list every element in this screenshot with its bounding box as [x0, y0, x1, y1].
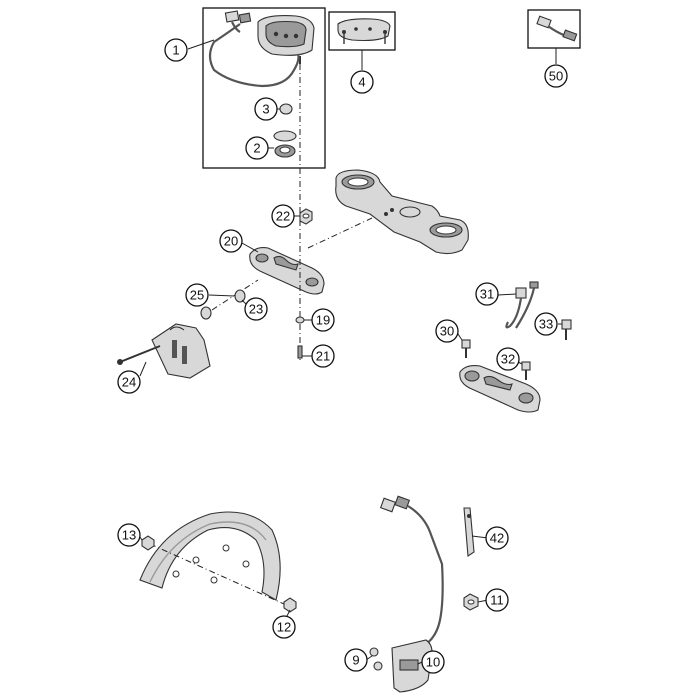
part-21-bolt [297, 345, 303, 359]
part-33-bolt [561, 319, 572, 340]
callout-20: 20 [219, 229, 243, 253]
part-9-screws [369, 647, 383, 671]
part-50-cable [536, 15, 578, 42]
part-4-cover [337, 18, 391, 44]
callout-21: 21 [311, 344, 335, 368]
assembly-axis [307, 217, 373, 249]
callout-25: 25 [185, 283, 209, 307]
part-20-bar-clamp [249, 247, 325, 295]
callout-label: 9 [352, 653, 359, 668]
callout-1: 1 [164, 38, 188, 62]
callout-label: 1 [172, 43, 179, 58]
callout-label: 23 [249, 302, 263, 317]
callout-23: 23 [244, 297, 268, 321]
callout-10: 10 [421, 650, 445, 674]
callout-3: 3 [254, 97, 278, 121]
callout-24: 24 [117, 370, 141, 394]
callout-11: 11 [485, 588, 509, 612]
callout-label: 12 [277, 620, 291, 635]
callout-33: 33 [534, 312, 558, 336]
callout-label: 20 [224, 234, 238, 249]
part-10-sensor-cable [379, 495, 444, 693]
callout-9: 9 [344, 648, 368, 672]
part-19-washer [295, 316, 305, 324]
part-22-nut [299, 208, 313, 225]
callout-label: 33 [539, 317, 553, 332]
part-30-bolt [461, 339, 471, 358]
callout-label: 24 [122, 375, 136, 390]
brake-disc [139, 511, 281, 601]
callout-label: 42 [490, 531, 504, 546]
callout-label: 11 [490, 593, 504, 608]
callout-42: 42 [485, 526, 509, 550]
callout-label: 31 [480, 287, 494, 302]
callout-4: 4 [350, 70, 374, 94]
part-3-grommet [279, 103, 293, 115]
part-25-bushing [200, 306, 212, 320]
callout-22: 22 [271, 204, 295, 228]
part-31-sensor [505, 281, 539, 329]
callout-30: 30 [435, 319, 459, 343]
callout-label: 10 [426, 655, 440, 670]
callout-label: 25 [190, 288, 204, 303]
lower-clamp [459, 365, 541, 413]
cable-kit-box [527, 9, 581, 49]
callout-label: 13 [122, 528, 136, 543]
callout-label: 19 [316, 313, 330, 328]
triple-clamp [335, 169, 469, 255]
part-32-bolt [521, 361, 531, 380]
part-12-bolt [283, 597, 297, 613]
callout-label: 21 [316, 349, 330, 364]
part-2-gasket-set [273, 130, 297, 158]
speedometer-unit [208, 10, 315, 88]
callout-label: 22 [276, 209, 290, 224]
callout-label: 2 [253, 141, 260, 156]
callout-13: 13 [117, 523, 141, 547]
callout-label: 32 [501, 352, 515, 367]
callout-50: 50 [544, 64, 568, 88]
callout-label: 4 [358, 75, 365, 90]
assembly-axis [149, 543, 285, 605]
part-11-nut [463, 593, 479, 611]
callout-label: 3 [262, 102, 269, 117]
callout-31: 31 [475, 282, 499, 306]
part-24-bracket [117, 323, 211, 379]
callout-12: 12 [272, 615, 296, 639]
callout-label: 50 [549, 69, 563, 84]
speedometer-kit-box [202, 7, 326, 169]
part-42-bracket [463, 507, 475, 557]
callout-2: 2 [245, 136, 269, 160]
part-23-bushing [234, 289, 246, 303]
callout-32: 32 [496, 347, 520, 371]
callout-19: 19 [311, 308, 335, 332]
part-13-nut [141, 535, 155, 551]
callout-label: 30 [440, 324, 454, 339]
